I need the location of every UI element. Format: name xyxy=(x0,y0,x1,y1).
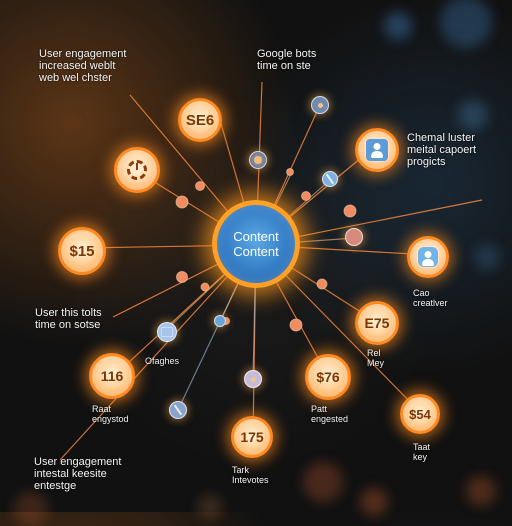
node-dot xyxy=(175,195,189,209)
n175-caption-line-2: Intevotes xyxy=(232,475,269,485)
value-node-label: $15 xyxy=(69,242,95,260)
middle-left-label-line-1: Ofaghes xyxy=(145,356,180,366)
value-node-dollar76: $76 xyxy=(305,354,351,400)
right-upper-label-line-2: meital capoert xyxy=(407,144,477,156)
bottom-left-label-line-3: entestge xyxy=(34,480,77,492)
clock-node xyxy=(114,147,160,193)
top-left-label-line-3: web wel chster xyxy=(39,72,112,84)
node-dot xyxy=(195,181,205,191)
value-node-label: 175 xyxy=(240,429,264,445)
value-node-n175: 175 xyxy=(231,416,273,458)
center-node-line-1: Content xyxy=(233,229,279,244)
right-middle-label-line-2: creatlver xyxy=(413,298,448,308)
n116-caption-line-2: engystod xyxy=(92,414,129,424)
value-node-label: 116 xyxy=(100,368,124,384)
value-node-se6: SE6 xyxy=(178,98,222,142)
right-middle-label: Cao creatlver xyxy=(413,288,448,308)
dollar54-caption: Taat key xyxy=(413,442,430,462)
value-node-n116: 116 xyxy=(89,353,135,399)
left-middle-label: User this tolts time on sotse xyxy=(35,307,102,331)
e75-caption: Rel Mey xyxy=(367,348,384,368)
e75-caption-line-1: Rel xyxy=(367,348,381,358)
book-icon xyxy=(158,323,176,341)
small-node-upper-right xyxy=(322,171,338,187)
n116-caption-line-1: Raat xyxy=(92,404,112,414)
bottom-left-label-line-2: intestal keesite xyxy=(34,468,107,480)
center-node: Content Content xyxy=(212,200,300,288)
node-dot xyxy=(286,168,294,176)
right-upper-label-line-3: progicts xyxy=(407,156,446,168)
top-right-label-line-1: Google bots xyxy=(257,48,317,60)
top-left-label: User engagement increased weblt web wel … xyxy=(39,48,126,84)
small-node-bottom-left xyxy=(169,401,187,419)
e75-caption-line-2: Mey xyxy=(367,358,385,368)
top-right-label: Google bots time on ste xyxy=(257,48,316,72)
edge-bottom-left-label xyxy=(59,244,257,461)
top-left-label-line-2: increased weblt xyxy=(39,60,116,72)
target-icon xyxy=(250,152,266,168)
small-node-left xyxy=(157,322,177,342)
user-node-top-right xyxy=(355,128,399,172)
dollar54-caption-line-1: Taat xyxy=(413,442,431,452)
top-left-label-line-1: User engagement xyxy=(39,48,127,60)
small-node-lower-left xyxy=(214,315,226,327)
right-upper-label: Chemal luster meital capoert progicts xyxy=(407,132,476,168)
node-dot xyxy=(200,282,210,292)
left-middle-label-line-2: time on sotse xyxy=(35,319,101,331)
spark-icon xyxy=(245,371,261,387)
bottom-left-label: User engagement intestal keesite entestg… xyxy=(34,456,121,492)
n175-caption: Tark Intevotes xyxy=(232,465,269,485)
user-node-right xyxy=(407,236,449,278)
node-dot xyxy=(316,278,328,290)
node-dot xyxy=(301,191,311,201)
small-node-top-center xyxy=(249,151,267,169)
dollar54-caption-line-2: key xyxy=(413,452,428,462)
value-node-label: $76 xyxy=(316,369,340,385)
node-dot xyxy=(176,271,188,283)
dollar76-caption: Patt engested xyxy=(311,404,348,424)
small-node-top-right xyxy=(311,96,329,114)
clock-icon xyxy=(127,160,147,180)
value-node-label: E75 xyxy=(364,315,390,331)
small-node-right xyxy=(345,228,363,246)
user-icon xyxy=(418,247,438,267)
value-node-label: SE6 xyxy=(185,111,215,129)
small-node-bottom xyxy=(244,370,262,388)
value-node-dollar15: $15 xyxy=(58,227,106,275)
dollar76-caption-line-1: Patt xyxy=(311,404,328,414)
n175-caption-line-1: Tark xyxy=(232,465,250,475)
slash-icon xyxy=(323,172,337,186)
spark-icon xyxy=(312,97,328,113)
right-middle-label-line-1: Cao xyxy=(413,288,430,298)
user-icon xyxy=(366,139,388,161)
center-node-line-2: Content xyxy=(233,244,279,259)
value-node-label: $54 xyxy=(409,406,431,422)
right-upper-label-line-1: Chemal luster xyxy=(407,132,475,144)
value-node-dollar54: $54 xyxy=(400,394,440,434)
bottom-left-label-line-1: User engagement xyxy=(34,456,122,468)
n116-caption: Raat engystod xyxy=(92,404,129,424)
node-dot xyxy=(343,204,357,218)
dollar76-caption-line-2: engested xyxy=(311,414,349,424)
value-node-e75: E75 xyxy=(355,301,399,345)
slash-icon xyxy=(170,402,186,418)
top-right-label-line-2: time on ste xyxy=(257,60,311,72)
left-middle-label-line-1: User this tolts xyxy=(35,307,102,319)
node-dot xyxy=(289,318,303,332)
middle-left-label: Ofaghes xyxy=(145,356,179,366)
